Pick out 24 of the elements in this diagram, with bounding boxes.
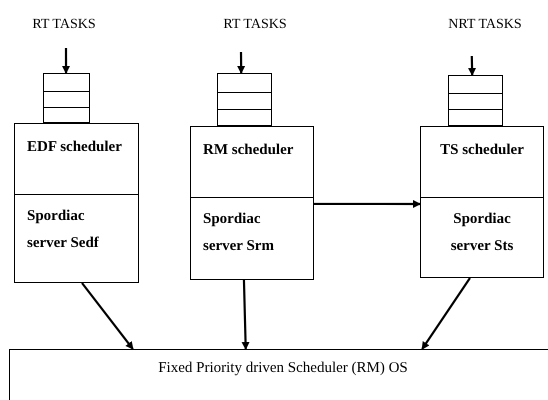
arrow (468, 56, 476, 76)
task-label: RT TASKS (32, 16, 96, 34)
server-name: Spordiac server Sts (450, 210, 514, 256)
scheduler-name: TS scheduler (439, 141, 525, 160)
arrow (81, 282, 134, 350)
server-name: Spordiac server Srm (203, 210, 275, 256)
scheduler-name: RM scheduler (203, 141, 294, 160)
server-name: Spordiac server Sedf (27, 207, 100, 253)
scheduler-name: EDF scheduler (27, 138, 123, 157)
arrow (242, 280, 250, 350)
queue-box (217, 73, 272, 126)
scheduler-box (190, 126, 314, 280)
arrow (421, 277, 471, 350)
task-label: NRT TASKS (448, 16, 522, 34)
os-label: Fixed Priority driven Scheduler (RM) OS (158, 359, 408, 378)
queue-box (43, 73, 90, 123)
os-box (9, 349, 548, 400)
arrow (237, 52, 246, 74)
scheduler-box (420, 126, 544, 278)
task-label: RT TASKS (223, 16, 287, 34)
arrow (314, 200, 421, 208)
scheduler-box (14, 123, 139, 283)
arrow (62, 48, 70, 74)
queue-box (448, 75, 503, 126)
